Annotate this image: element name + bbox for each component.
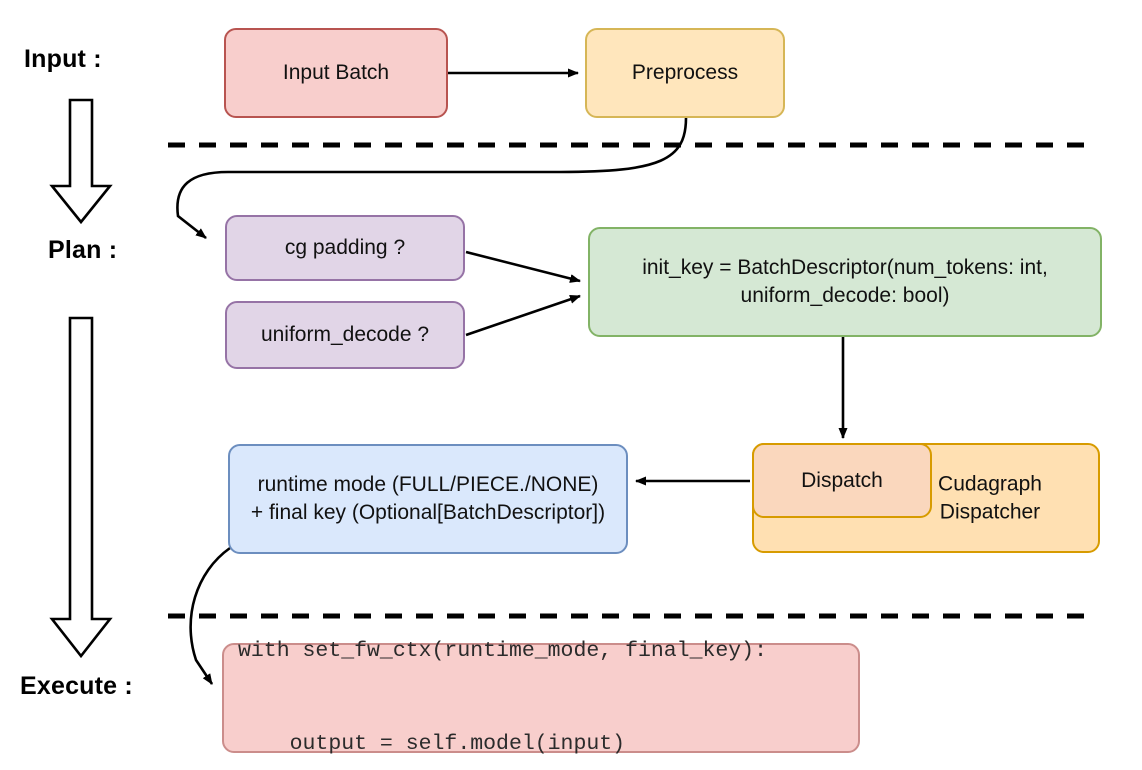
- node-execute-code[interactable]: with set_fw_ctx(runtime_mode, final_key)…: [222, 639, 860, 756]
- node-preprocess[interactable]: Preprocess: [585, 28, 785, 118]
- node-cg-padding[interactable]: cg padding ?: [225, 215, 465, 281]
- node-cudagraph-dispatcher-line1: Cudagraph: [938, 472, 1042, 496]
- node-cudagraph-dispatcher-line2: Dispatcher: [939, 500, 1041, 523]
- node-runtime-mode-line1: runtime mode (FULL/PIECE./NONE): [257, 473, 599, 497]
- stage-label-plan: Plan :: [48, 236, 118, 264]
- node-runtime-mode-line2: + final key (Optional[BatchDescriptor]): [250, 501, 606, 524]
- node-init-key-line2: uniform_decode: bool): [740, 284, 950, 307]
- node-execute-code-line2: output = self.model(input): [238, 732, 626, 757]
- node-init-key-line1: init_key = BatchDescriptor(num_tokens: i…: [642, 256, 1048, 280]
- connector-cg-padding-to-init-key: [465, 250, 581, 283]
- node-dispatch[interactable]: Dispatch: [752, 443, 932, 518]
- stage-arrow-plan-to-execute: [49, 316, 113, 659]
- stage-arrow-input-to-plan: [49, 98, 113, 225]
- node-execute-code-line1: with set_fw_ctx(runtime_mode, final_key)…: [238, 638, 767, 663]
- node-init-key[interactable]: init_key = BatchDescriptor(num_tokens: i…: [588, 227, 1102, 337]
- node-input-batch[interactable]: Input Batch: [224, 28, 448, 118]
- stage-label-execute: Execute :: [20, 672, 133, 700]
- connector-uniform-decode-to-init-key: [465, 294, 581, 337]
- stage-label-input: Input :: [24, 45, 102, 73]
- node-uniform-decode[interactable]: uniform_decode ?: [225, 301, 465, 369]
- node-runtime-mode[interactable]: runtime mode (FULL/PIECE./NONE) + final …: [228, 444, 628, 554]
